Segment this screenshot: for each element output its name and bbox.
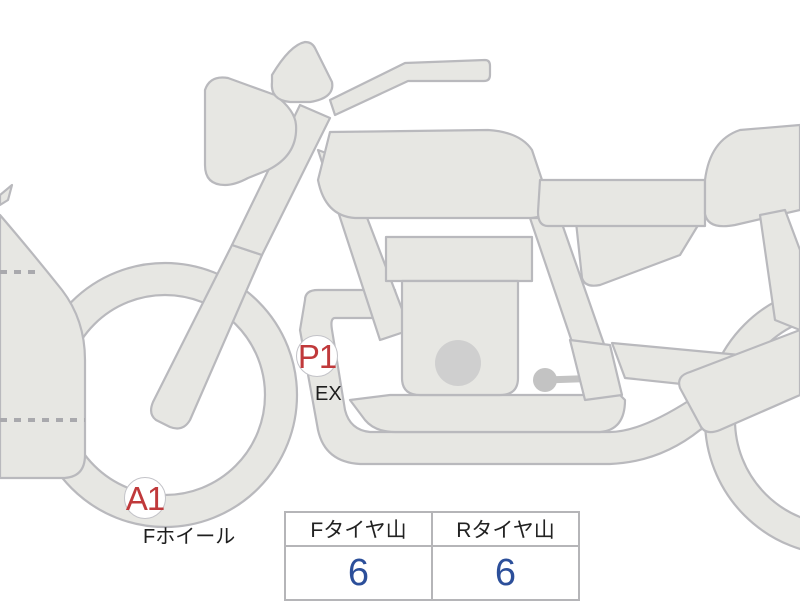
engine <box>384 235 624 402</box>
marker-a1-code: A1 <box>125 479 165 517</box>
rider-figure <box>0 183 14 207</box>
table-value-row: 6 6 <box>284 545 580 601</box>
marker-p1-label: EX <box>315 383 342 405</box>
meter <box>270 40 334 104</box>
fuel-tank <box>316 128 550 220</box>
marker-a1[interactable]: A1 <box>124 477 166 519</box>
table-header-row: Fタイヤ山 Rタイヤ山 <box>284 511 580 547</box>
rear-tire-tread-value: 6 <box>431 545 580 601</box>
headlight <box>203 76 298 187</box>
rear-tire-tread-header: Rタイヤ山 <box>431 511 580 547</box>
marker-p1[interactable]: P1 <box>296 335 338 377</box>
front-tire-tread-header: Fタイヤ山 <box>284 511 433 547</box>
marker-a1-label: Fホイール <box>143 526 236 548</box>
handlebar <box>328 58 492 117</box>
tire-tread-table: Fタイヤ山 Rタイヤ山 6 6 <box>284 511 580 601</box>
front-fork <box>149 243 264 430</box>
seat <box>536 178 707 228</box>
front-tire-tread-value: 6 <box>284 545 433 601</box>
exhaust-pipes <box>298 288 800 466</box>
marker-p1-code: P1 <box>297 337 337 375</box>
